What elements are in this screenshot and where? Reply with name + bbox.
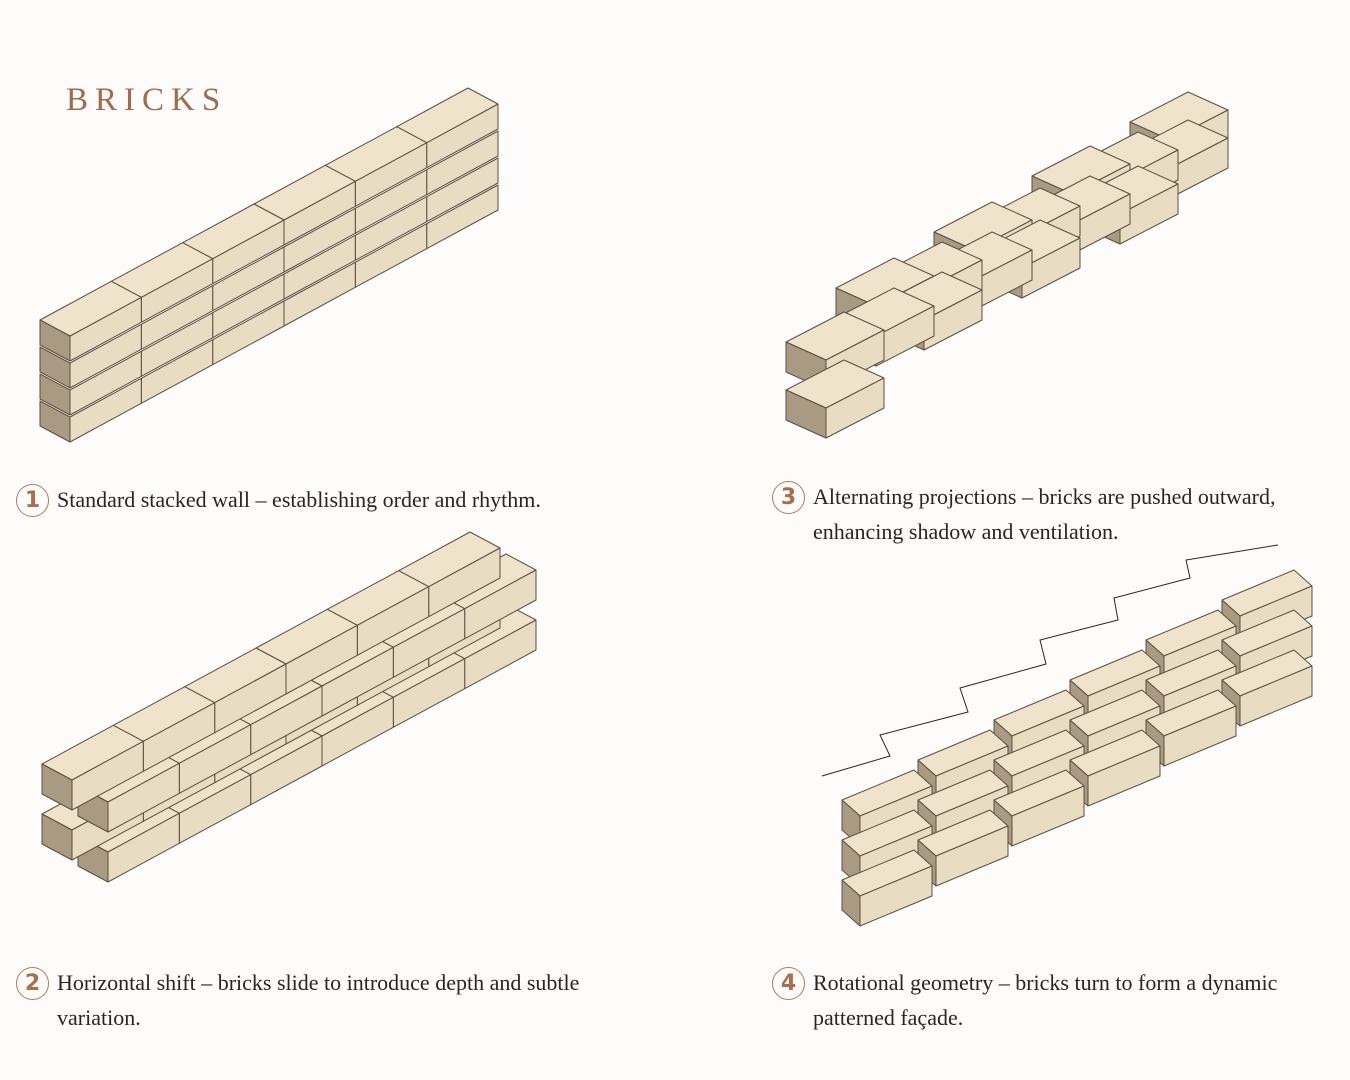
- brick-end-face: [39, 400, 71, 443]
- caption-1: 1 Standard stacked wall – establishing o…: [16, 482, 656, 517]
- brick-front-face: [1087, 745, 1161, 807]
- caption-1-text: Standard stacked wall – establishing ord…: [57, 487, 541, 512]
- brick-end-face: [39, 346, 71, 389]
- caption-2: 2 Horizontal shift – bricks slide to int…: [16, 965, 656, 1035]
- brick-front-face: [1239, 665, 1313, 727]
- caption-3-text: Alternating projections – bricks are pus…: [813, 484, 1276, 544]
- step-number-1: 1: [16, 484, 49, 517]
- brick-end-face: [41, 813, 73, 861]
- step-number-2: 2: [16, 967, 49, 1000]
- brick-front-face: [935, 825, 1009, 887]
- step-number-4: 4: [772, 967, 805, 1000]
- brick-front-face: [1011, 785, 1085, 847]
- caption-2-text: Horizontal shift – bricks slide to intro…: [57, 970, 580, 1030]
- brick-end-face: [39, 373, 71, 416]
- rotation-outline: [821, 544, 1279, 777]
- brick-front-face: [1163, 705, 1237, 767]
- caption-4: 4 Rotational geometry – bricks turn to f…: [772, 965, 1332, 1035]
- brick-end-face: [39, 319, 71, 362]
- page-title: BRICKS: [66, 82, 228, 118]
- brick-front-face: [859, 865, 933, 927]
- step-number-3: 3: [772, 481, 805, 514]
- caption-3: 3 Alternating projections – bricks are p…: [772, 479, 1332, 549]
- brick-end-face: [41, 763, 73, 811]
- brick-end-face: [785, 389, 827, 439]
- caption-4-text: Rotational geometry – bricks turn to for…: [813, 970, 1278, 1030]
